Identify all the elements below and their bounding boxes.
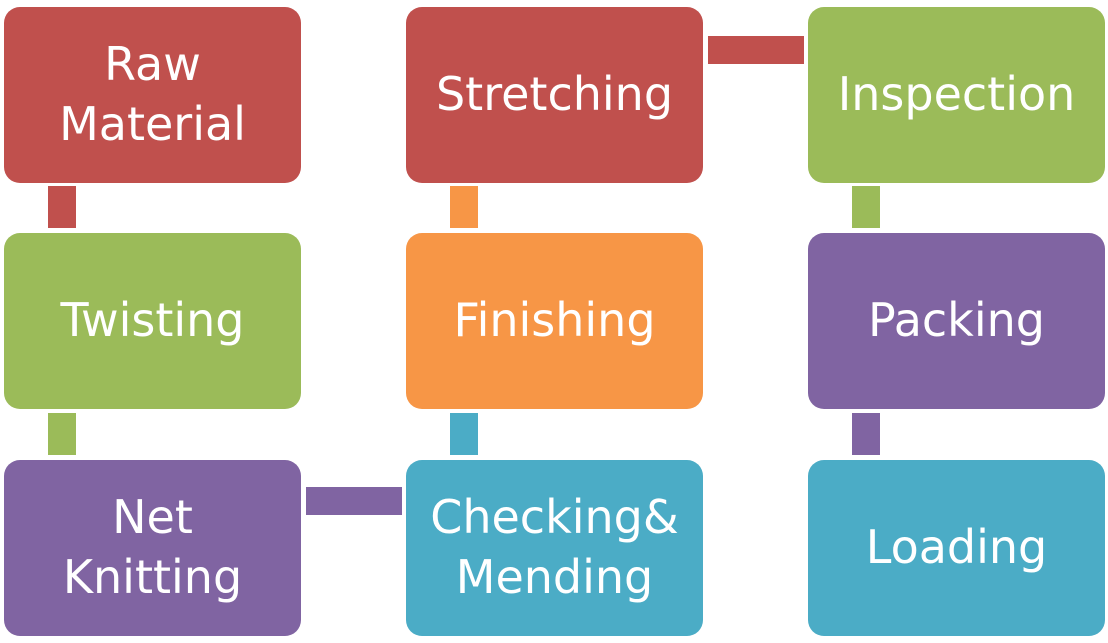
connector-finishing-stretching — [450, 186, 478, 228]
step-packing: Packing — [808, 233, 1105, 409]
step-finishing: Finishing — [406, 233, 703, 409]
step-inspection: Inspection — [808, 7, 1105, 183]
connector-checking-finishing — [450, 413, 478, 455]
connector-twisting-net-knitting — [48, 413, 76, 455]
connector-raw-material-twisting — [48, 186, 76, 228]
step-stretching: Stretching — [406, 7, 703, 183]
connector-inspection-packing — [852, 186, 880, 228]
connector-net-knitting-checking — [306, 487, 402, 515]
step-net-knitting: Net Knitting — [4, 460, 301, 636]
step-checking-mending: Checking& Mending — [406, 460, 703, 636]
step-twisting: Twisting — [4, 233, 301, 409]
step-raw-material: Raw Material — [4, 7, 301, 183]
step-loading: Loading — [808, 460, 1105, 636]
connector-stretching-inspection — [708, 36, 804, 64]
connector-packing-loading — [852, 413, 880, 455]
